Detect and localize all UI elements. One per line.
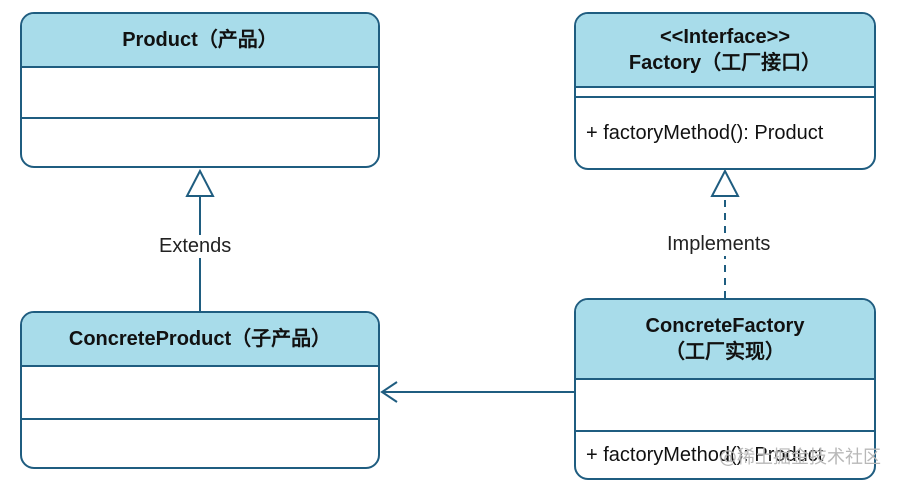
concrete-product-class-name: ConcreteProduct（子产品） — [68, 328, 332, 350]
factory-interface-header: <<Interface>> Factory（工厂接口） — [576, 14, 874, 88]
concrete-factory-subtitle: （工厂实现） — [665, 341, 785, 363]
watermark: @稀土掘金技术社区 — [719, 447, 881, 468]
concrete-product-class[interactable]: ConcreteProduct（子产品） — [20, 311, 380, 469]
product-attributes — [22, 68, 378, 119]
concrete-factory-class-name: ConcreteFactory — [645, 315, 805, 337]
concrete-product-class-header: ConcreteProduct（子产品） — [22, 313, 378, 367]
product-class-header: Product（产品） — [22, 14, 378, 68]
concrete-factory-class[interactable]: ConcreteFactory （工厂实现） + factoryMethod()… — [574, 298, 876, 480]
product-class-name: Product（产品） — [122, 29, 278, 51]
factory-attributes — [576, 88, 874, 98]
concrete-factory-attributes — [576, 380, 874, 432]
concrete-factory-class-header: ConcreteFactory （工厂实现） — [576, 300, 874, 380]
concrete-factory-methods: + factoryMethod(): Product — [586, 443, 824, 466]
implements-arrowhead — [710, 168, 740, 197]
factory-stereotype: <<Interface>> — [659, 26, 791, 48]
implements-label: Implements — [665, 233, 773, 256]
product-methods — [22, 119, 378, 166]
concrete-product-methods — [22, 420, 378, 467]
concrete-product-attributes — [22, 367, 378, 420]
factory-methods: + factoryMethod(): Product — [586, 121, 824, 144]
creates-arrowhead — [380, 381, 398, 403]
extends-arrowhead — [185, 168, 215, 197]
factory-interface[interactable]: <<Interface>> Factory（工厂接口） + factoryMet… — [574, 12, 876, 170]
product-class[interactable]: Product（产品） — [20, 12, 380, 168]
extends-label: Extends — [157, 235, 234, 258]
factory-class-name: Factory（工厂接口） — [628, 52, 822, 74]
